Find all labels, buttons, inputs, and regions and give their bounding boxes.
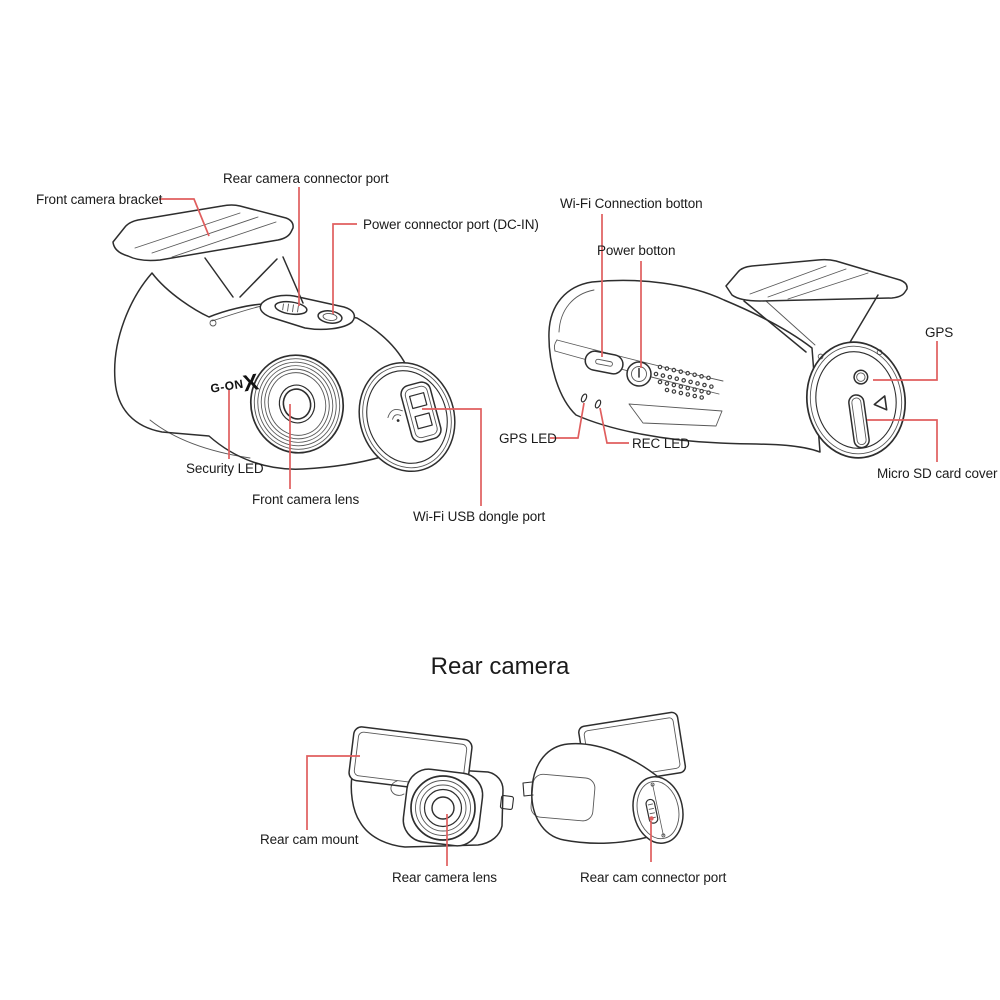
front-camera-bracket-shape	[112, 204, 294, 262]
rear-view-drawing	[548, 258, 908, 459]
label-gps: GPS	[925, 325, 954, 340]
front-camera-lens-shape	[249, 354, 345, 454]
svg-text:G-ON: G-ON	[209, 377, 244, 396]
leader-rec-led	[599, 407, 629, 444]
rec-led-shape	[594, 399, 602, 409]
label-front-camera-lens: Front camera lens	[252, 492, 360, 507]
leader-front-camera-bracket	[159, 198, 210, 237]
leader-rear-cam-connector-dot	[649, 816, 654, 821]
label-rear-camera-lens: Rear camera lens	[392, 870, 497, 885]
side-rear-disc	[805, 341, 907, 459]
label-security-led: Security LED	[186, 461, 264, 476]
label-front-camera-bracket: Front camera bracket	[36, 192, 163, 207]
svg-text:X: X	[241, 368, 261, 396]
rear-camera-lens-shape	[410, 775, 476, 841]
gonx-logo: G-ON X	[209, 368, 261, 396]
label-rear-cam-mount: Rear cam mount	[260, 832, 359, 847]
label-gps-led: GPS LED	[499, 431, 557, 446]
rear-camera-heading: Rear camera	[430, 653, 570, 680]
label-micro-sd-card-cover: Micro SD card cover	[877, 466, 998, 481]
power-port-shape	[317, 310, 343, 324]
gps-shape	[853, 369, 869, 385]
leader-wifi-usb-dongle-port	[422, 408, 482, 506]
side-body	[548, 279, 821, 453]
rear-cam-side-tab	[499, 794, 515, 811]
label-wifi-usb-dongle-port: Wi-Fi USB dongle port	[413, 509, 546, 524]
leader-micro-sd-card-cover	[867, 419, 938, 462]
side-bracket-shape	[725, 258, 908, 302]
sd-eject-triangle-icon	[873, 395, 888, 411]
wifi-connection-button-shape	[584, 350, 624, 375]
micro-sd-cover-shape	[848, 394, 870, 449]
leader-gps-led	[550, 402, 585, 439]
rear-camera-left-drawing	[348, 726, 515, 848]
rear-cam2-disc	[632, 776, 684, 844]
front-camera-body	[113, 272, 407, 470]
speaker-grille	[653, 364, 716, 401]
body-screw	[209, 319, 217, 327]
leader-rear-cam-mount	[306, 755, 360, 830]
rear-cam-connector-port-shape	[645, 798, 659, 824]
rear-cam-connector-port-shape	[274, 300, 308, 316]
label-power-button: Power botton	[597, 243, 676, 258]
power-button-shape	[626, 361, 652, 387]
leader-gps	[873, 341, 938, 381]
leader-power-connector-port	[332, 223, 357, 314]
rear-camera-right-drawing	[522, 711, 687, 845]
gps-led-shape	[580, 393, 588, 403]
rear-cam2-body	[531, 742, 663, 845]
label-rear-cam-connector-port: Rear cam connector port	[580, 870, 727, 885]
rear-cam2-side-tab	[522, 781, 534, 797]
label-wifi-connection-button: Wi-Fi Connection botton	[560, 196, 703, 211]
wifi-icon	[387, 408, 403, 422]
label-rec-led: REC LED	[632, 436, 690, 451]
label-power-connector-port: Power connector port (DC-IN)	[363, 217, 539, 232]
leader-lines	[159, 187, 938, 866]
label-rear-camera-connector-port: Rear camera connector port	[223, 171, 389, 186]
